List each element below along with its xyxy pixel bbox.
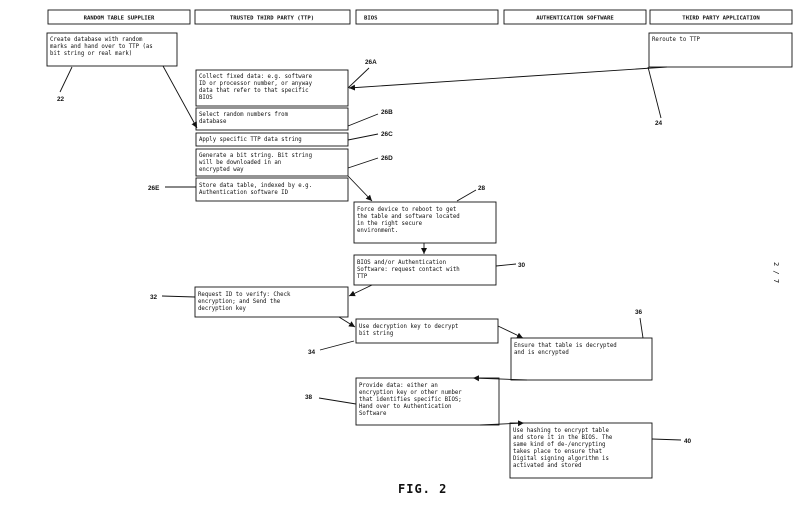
step-40-box: Use hashing to encrypt table and store i… <box>509 422 653 479</box>
lane-label: AUTHENTICATION SOFTWARE <box>536 16 613 22</box>
step-22-box: Create database with random marks and ha… <box>46 32 178 67</box>
ref-number-26e: 26E <box>148 185 160 192</box>
page-number: 2 / 7 <box>772 262 780 283</box>
leader-line-24 <box>647 66 662 119</box>
step-32-text: Request ID to verify: Check encryption; … <box>198 292 294 312</box>
leader-line-26c <box>347 133 379 141</box>
step-24-text: Reroute to TTP <box>652 37 701 43</box>
step-30-box: BIOS and/or Authentication Software: req… <box>353 254 497 286</box>
step-40-text: Use hashing to encrypt table and store i… <box>513 428 616 469</box>
step-26c-text: Apply specific TTP data string <box>199 137 302 143</box>
lane-label: THIRD PARTY APPLICATION <box>682 16 760 22</box>
leader-line-40 <box>651 438 682 441</box>
step-28-box: Force device to reboot to get the table … <box>353 201 497 244</box>
ref-number-32: 32 <box>150 294 158 301</box>
ref-number-24: 24 <box>655 120 663 127</box>
lane-header-random-table-supplier: RANDOM TABLE SUPPLIER <box>47 9 191 25</box>
ref-number-36: 36 <box>635 309 643 316</box>
step-26b-box: Select random numbers from database <box>195 107 349 131</box>
flow-arrow-22-to-26b <box>162 65 198 129</box>
leader-line-34 <box>319 340 355 351</box>
flow-arrow-38-to-40 <box>479 420 525 427</box>
flow-arrow-36-to-38 <box>472 375 528 382</box>
step-28-text: Force device to reboot to get the table … <box>357 207 463 234</box>
ref-number-34: 34 <box>308 349 316 356</box>
step-24-box: Reroute to TTP <box>648 32 793 68</box>
lane-header-trusted-third-party: TRUSTED THIRD PARTY (TTP) <box>194 9 351 25</box>
step-32-box: Request ID to verify: Check encryption; … <box>194 286 349 318</box>
ref-number-26c: 26C <box>381 131 393 138</box>
lane-label: BIOS <box>364 16 378 22</box>
lane-label: RANDOM TABLE SUPPLIER <box>84 16 155 22</box>
leader-line-26a <box>347 67 370 89</box>
figure-label: FIG. 2 <box>398 482 447 496</box>
leader-line-22 <box>59 66 73 93</box>
ref-number-28: 28 <box>478 185 486 192</box>
lane-header-third-party-application: THIRD PARTY APPLICATION <box>649 9 793 25</box>
step-26e-box: Store data table, indexed by e.g. Authen… <box>195 177 349 202</box>
lane-header-authentication-software: AUTHENTICATION SOFTWARE <box>503 9 647 25</box>
ref-number-26b: 26B <box>381 109 393 116</box>
flow-arrow-30-to-32 <box>348 284 373 297</box>
ref-number-26a: 26A <box>365 59 377 66</box>
leader-line-36 <box>639 317 644 339</box>
ref-number-26d: 26D <box>381 155 393 162</box>
step-26a-box: Collect fixed data: e.g. software ID or … <box>195 69 349 107</box>
flow-arrow-26d-to-28 <box>347 175 373 202</box>
step-26d-text: Generate a bit string. Bit string will b… <box>199 153 315 173</box>
leader-line-32 <box>161 295 196 298</box>
step-26d-box: Generate a bit string. Bit string will b… <box>195 148 349 177</box>
step-26c-box: Apply specific TTP data string <box>195 132 349 147</box>
flow-arrow-34-to-36 <box>497 325 524 339</box>
step-26a-text: Collect fixed data: e.g. software ID or … <box>199 74 315 101</box>
step-26b-text: Select random numbers from database <box>199 112 291 125</box>
step-36-text: Ensure that table is decrypted and is en… <box>514 343 620 356</box>
step-34-text: Use decryption key to decrypt bit string <box>359 324 462 337</box>
flow-arrow-24-to-26a <box>348 66 668 91</box>
step-22-text: Create database with random marks and ha… <box>50 37 156 57</box>
step-30-text: BIOS and/or Authentication Software: req… <box>357 260 463 280</box>
lane-header-bios: BIOS <box>355 9 499 25</box>
leader-line-38 <box>318 397 357 405</box>
step-36-box: Ensure that table is decrypted and is en… <box>510 337 653 381</box>
leader-line-28 <box>456 189 477 202</box>
leader-line-30 <box>495 263 517 267</box>
step-26e-text: Store data table, indexed by e.g. Authen… <box>199 183 315 196</box>
step-38-text: Provide data: either an encryption key o… <box>359 383 465 417</box>
ref-number-38: 38 <box>305 394 313 401</box>
lane-label: TRUSTED THIRD PARTY (TTP) <box>230 16 314 22</box>
leader-line-26b <box>347 113 379 127</box>
leader-line-26d <box>347 157 379 169</box>
ref-number-22: 22 <box>57 96 65 103</box>
flow-arrow-32-to-34 <box>338 316 356 328</box>
step-34-box: Use decryption key to decrypt bit string <box>355 318 499 344</box>
step-38-box: Provide data: either an encryption key o… <box>355 377 500 426</box>
ref-number-30: 30 <box>518 262 526 269</box>
ref-number-40: 40 <box>684 438 692 445</box>
